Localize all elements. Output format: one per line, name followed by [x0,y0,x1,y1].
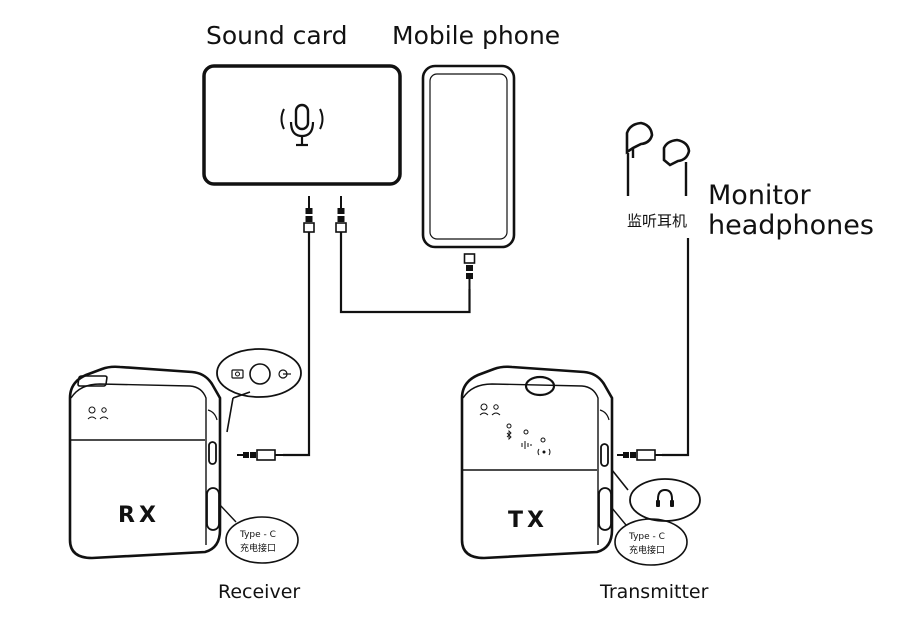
monitor-label-line1: Monitor [708,180,812,211]
mobile-phone-device [421,64,516,249]
headphone-cable [662,238,690,457]
audio-level-icon [521,441,532,449]
monitor-cn-label: 监听耳机 [627,212,687,230]
receiver-device: RX [68,365,222,560]
earbuds-icon [625,121,691,196]
tx-typec-label: Type - C [628,532,665,542]
tx-typec-cn-label: 充电接口 [629,544,665,556]
mobile-phone-title: Mobile phone [392,21,560,50]
monitor-label-line2: headphones [708,210,874,241]
tx-label: TX [508,508,548,533]
phone-jack [463,253,476,289]
rx-type-c-port [206,487,220,531]
rx-typec-callout: Type - C 充电接口 [219,504,299,564]
rx-output-callout [216,348,302,433]
transmitter-caption: Transmitter [599,581,709,603]
camera-icon [231,369,244,379]
sound-card-jack-left [303,196,315,233]
power-output-icon [278,369,291,379]
phone-cable [339,232,471,314]
tx-headphone-callout [611,469,701,522]
tx-side-jack [600,443,609,467]
sound-card-device [202,64,402,186]
tx-type-c-port [598,487,612,531]
microphone-icon [280,103,324,147]
rx-side-jack [208,441,217,465]
tx-mic-button [524,375,556,397]
rx-label: RX [118,503,160,528]
rx-typec-label: Type - C [239,530,276,540]
tx-typec-callout: Type - C 充电接口 [611,507,688,566]
rx-jack-port-icon [249,363,271,385]
rx-typec-cn-label: 充电接口 [240,542,276,554]
transmitter-device: TX [460,365,614,560]
tx-plug [617,449,662,461]
receiver-caption: Receiver [218,581,300,603]
wireless-icon [87,416,109,420]
rx-plug [237,449,283,461]
broadcast-icon [537,448,551,456]
power-icon [88,406,107,414]
phone-screen [429,73,508,240]
headphone-icon [656,488,674,507]
power-icon [479,403,501,416]
tx-status-leds [506,423,551,456]
receiver-cable [283,232,311,457]
sound-card-title: Sound card [206,21,347,50]
sound-card-jack-right [335,196,347,233]
bluetooth-icon [506,429,512,441]
